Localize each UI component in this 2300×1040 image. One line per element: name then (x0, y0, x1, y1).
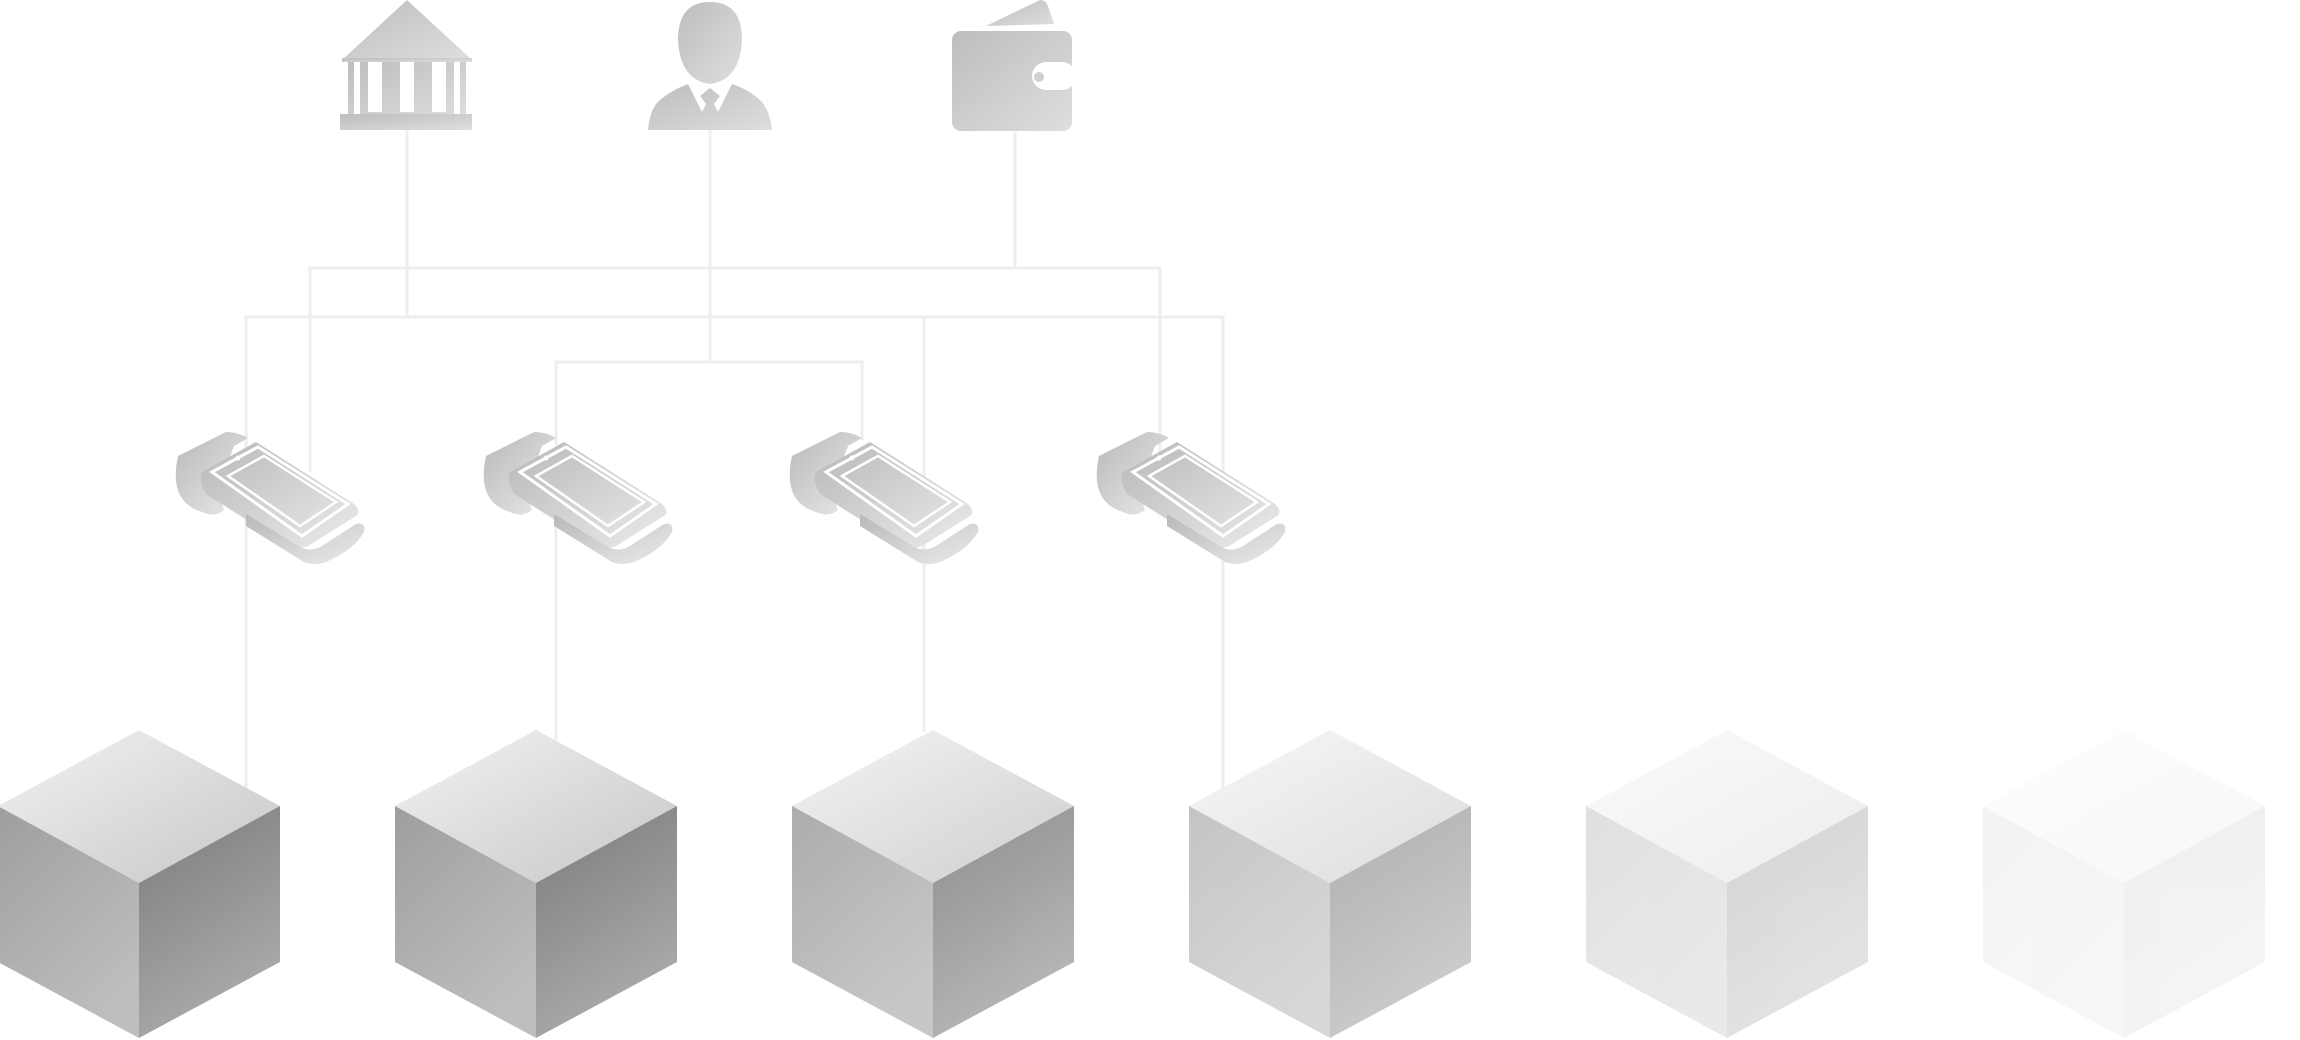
payment-terminal-icon (482, 430, 674, 566)
user-icon (648, 2, 772, 130)
cube-icon (1586, 730, 1868, 1038)
wallet-icon (952, 0, 1076, 131)
payment-terminal-icon (1095, 430, 1287, 566)
cube-icon (1189, 730, 1471, 1038)
payment-terminal-icon (788, 430, 980, 566)
bank-icon (340, 0, 472, 130)
payment-terminal-icon (174, 430, 366, 566)
cube-icon (1983, 730, 2265, 1038)
connection-lines (244, 130, 1225, 790)
payment-terminals (174, 430, 1287, 566)
cube-icon (792, 730, 1074, 1038)
cube-icon (0, 730, 280, 1038)
cube-icon (395, 730, 677, 1038)
